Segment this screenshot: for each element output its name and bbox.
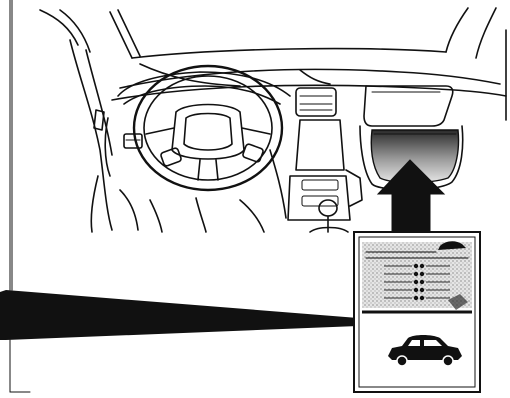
steering-wheel <box>134 66 282 190</box>
center-vents <box>296 88 336 116</box>
left-side-vent <box>124 134 142 148</box>
passenger-dash-panel <box>364 86 453 126</box>
vehicle-information-label <box>354 232 480 392</box>
pointer-beam <box>0 290 358 340</box>
gear-lever <box>310 200 348 232</box>
dashboard-top <box>112 64 506 100</box>
label-tire-pressure-table <box>362 241 472 310</box>
windshield-frame <box>40 8 506 120</box>
